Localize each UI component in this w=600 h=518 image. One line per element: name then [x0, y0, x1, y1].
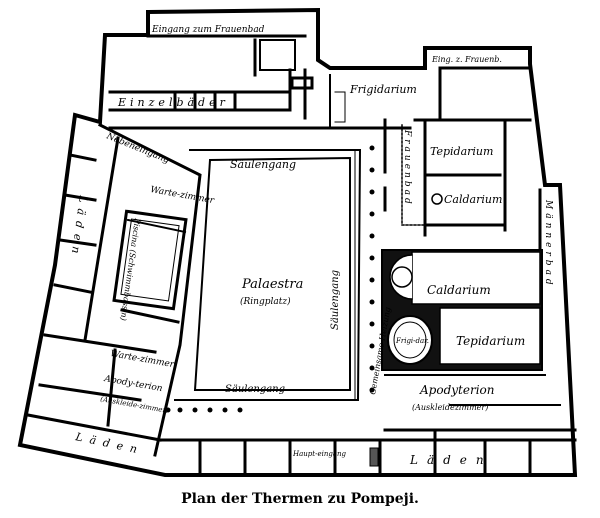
label-apodyterion-men: Apodyterion	[419, 383, 494, 397]
label-caldarium-men: Caldarium	[427, 283, 491, 297]
label-einzelbaeder: Einzelbäder	[117, 96, 229, 109]
walls	[17, 7, 578, 477]
label-frigidarium-women: Frigidarium	[349, 83, 417, 96]
label-frauenbad: Frauenbad	[402, 129, 412, 207]
label-saeulengang-bottom: Säulengang	[225, 384, 285, 395]
label-eingang-frauenbad: Eingang zum Frauenbad	[151, 25, 265, 35]
label-tepidarium-women: Tepidarium	[430, 145, 493, 158]
caption: Plan der Thermen zu Pompeji.	[181, 491, 419, 507]
label-ringplatz: (Ringplatz)	[240, 296, 291, 307]
label-laeden-bottom-right: Läden	[409, 453, 493, 467]
label-maennerbad: Männerbad	[543, 199, 553, 289]
label-wartezimmer-bottom: Warte-zimmer	[109, 349, 175, 370]
label-palaestra: Palaestra	[241, 277, 303, 292]
label-frigidarium-men: Frigi-dar.	[395, 337, 429, 345]
label-caldarium-women: Caldarium	[444, 193, 502, 206]
label-tepidarium-men: Tepidarium	[456, 334, 525, 348]
label-saeulengang-right: Säulengang	[330, 270, 341, 330]
label-auskleidezimmer-men: (Auskleidezimmer)	[412, 403, 488, 412]
label-wartezimmer-top: Warte-zimmer	[149, 185, 215, 206]
label-eing-frauenb: Eing. z. Frauenb.	[431, 55, 502, 64]
label-saeulengang-top: Säulengang	[230, 158, 296, 171]
columns	[165, 145, 375, 413]
labrum-icon	[431, 193, 443, 205]
label-haupteingang: Haupt-eingang	[292, 450, 346, 458]
label-laeden-left: Läden	[68, 194, 90, 261]
